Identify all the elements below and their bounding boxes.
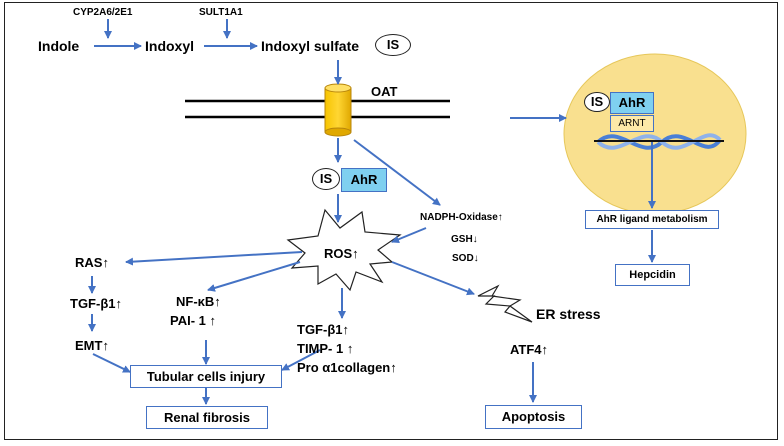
pai-label: PAI- 1 ↑: [170, 313, 216, 328]
ros-starburst: [286, 208, 402, 292]
oat-label: OAT: [371, 84, 398, 99]
ahr-box-cytoplasm: AhR: [341, 168, 387, 192]
nfkb-label: NF-κB↑: [176, 294, 221, 309]
sod-label: SOD↓: [452, 253, 479, 264]
ras-label: RAS↑: [75, 255, 109, 270]
indoxyl-label: Indoxyl: [145, 38, 195, 54]
oat-transporter-icon: [324, 83, 352, 137]
is-badge-cytoplasm: IS: [312, 168, 340, 190]
is-badge-nucleus: IS: [584, 92, 610, 112]
renal-fibrosis-box: Renal fibrosis: [146, 406, 268, 429]
dna-icon: [594, 133, 724, 150]
ahr-box-nucleus: AhR: [610, 92, 654, 114]
pro-collagen-label: Pro α1collagen↑: [297, 360, 397, 375]
timp-label: TIMP- 1 ↑: [297, 341, 354, 356]
atf4-label: ATF4↑: [510, 342, 549, 357]
ros-label: ROS↑: [324, 246, 359, 261]
tubular-injury-box: Tubular cells injury: [130, 365, 282, 388]
tgf-left-label: TGF-β1↑: [70, 296, 122, 311]
apoptosis-box: Apoptosis: [485, 405, 582, 429]
indoxyl-sulfate-label: Indoxyl sulfate: [261, 38, 360, 54]
nucleus-ellipse: [563, 53, 747, 215]
hepcidin-box: Hepcidin: [615, 264, 690, 286]
nadph-oxidase-label: NADPH-Oxidase↑: [420, 212, 503, 223]
er-stress-label: ER stress: [536, 306, 601, 322]
tgf-mid-label: TGF-β1↑: [297, 322, 349, 337]
arnt-box: ARNT: [610, 115, 654, 132]
enzyme-cyp-label: CYP2A6/2E1: [73, 7, 133, 18]
is-badge-top: IS: [375, 34, 411, 56]
ahr-ligand-metabolism-box: AhR ligand metabolism: [585, 210, 719, 229]
er-stress-bolt: [477, 284, 533, 323]
gsh-label: GSH↓: [451, 234, 478, 245]
emt-label: EMT↑: [75, 338, 109, 353]
enzyme-sult-label: SULT1A1: [199, 7, 243, 18]
figure-frame: [4, 2, 778, 440]
indole-label: Indole: [38, 38, 80, 54]
